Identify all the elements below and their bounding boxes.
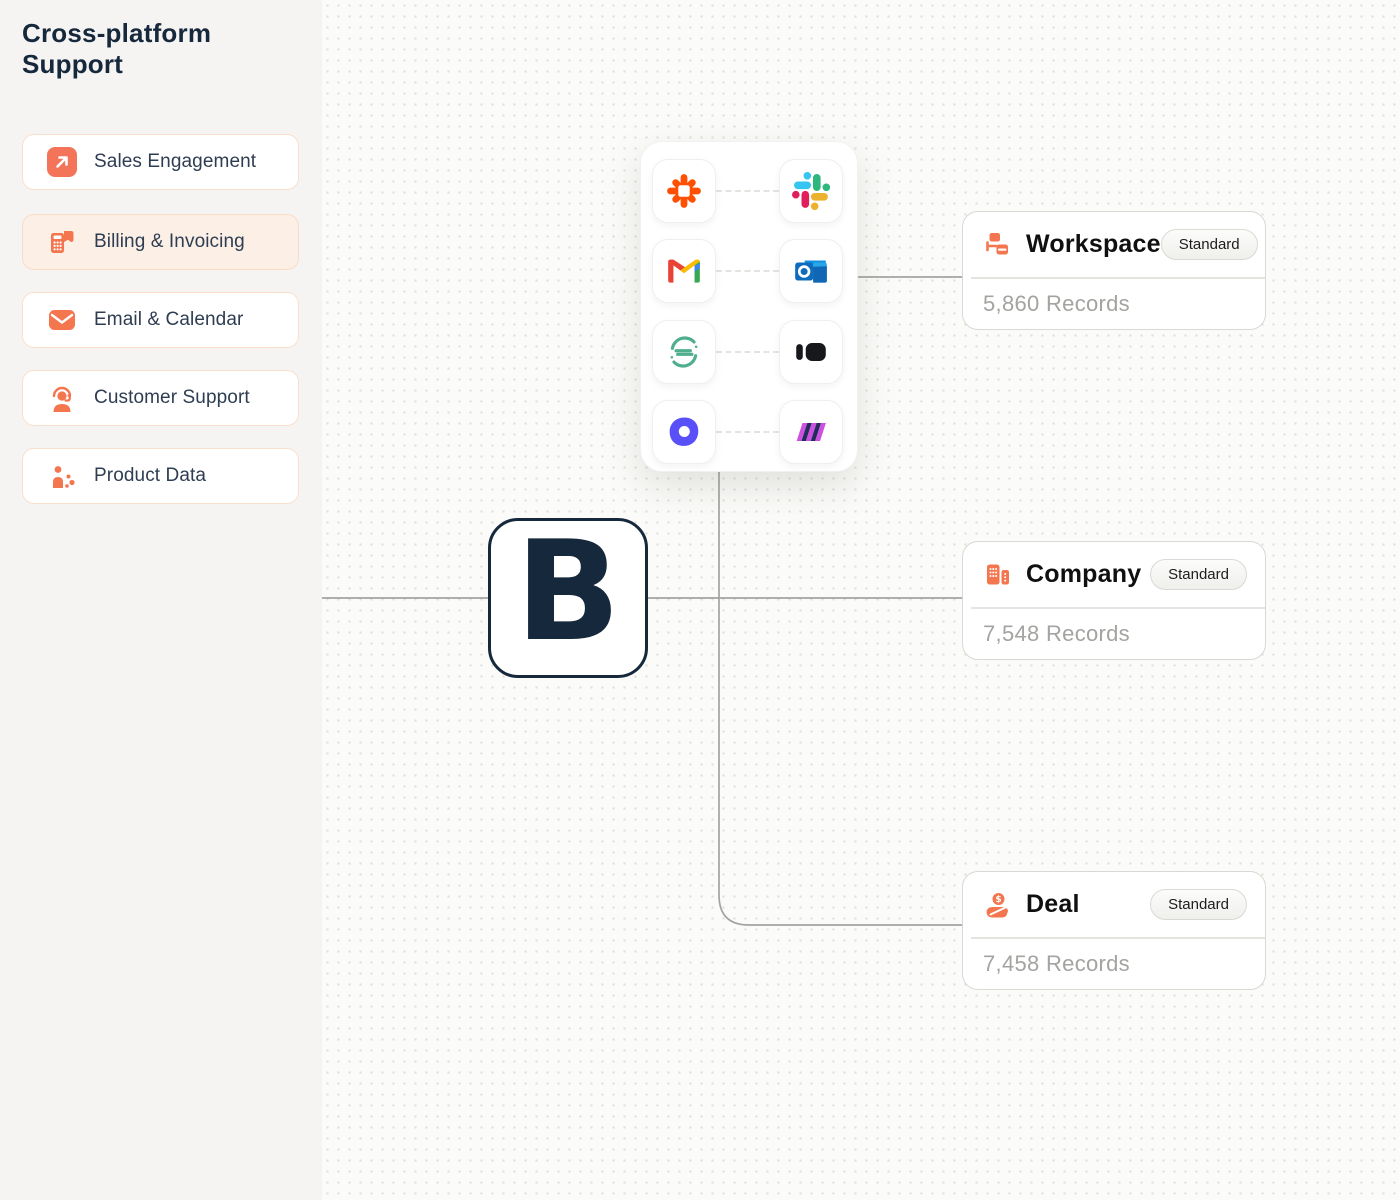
envelope-icon [47,305,77,335]
outlook-icon[interactable] [779,239,843,303]
hub-node[interactable]: B [488,518,648,678]
dashed-connector [716,351,779,353]
entity-records: 7,458 Records [983,950,1130,976]
sidebar-item-billing-invoicing[interactable]: Billing & Invoicing [22,214,299,270]
dashed-connector [716,190,779,192]
company-icon [987,564,1009,584]
patreon-icon[interactable] [779,320,843,384]
card-divider [971,937,1265,939]
entity-card-workspace[interactable]: Workspace Standard 5,860 Records [962,211,1266,330]
arrow-up-right-icon [47,147,77,177]
entity-records: 7,548 Records [983,620,1130,646]
card-divider [971,277,1265,279]
card-divider [971,607,1265,609]
m-stripes-icon[interactable] [779,400,843,464]
entity-badge: Standard [1150,559,1247,590]
entity-records: 5,860 Records [983,290,1130,316]
sidebar-item-label: Billing & Invoicing [94,231,245,252]
panel-to-deal-line [718,472,962,926]
workspace-icon [986,232,1008,254]
gmail-icon[interactable] [652,239,716,303]
support-agent-icon [47,383,77,413]
sidebar-item-sales-engagement[interactable]: Sales Engagement [22,134,299,190]
entity-title: Deal [1026,890,1080,918]
sidebar-item-product-data[interactable]: Product Data [22,448,299,504]
sidebar-item-customer-support[interactable]: Customer Support [22,370,299,426]
billing-invoice-icon [47,227,77,257]
integrations-panel [640,141,858,472]
entity-card-deal[interactable]: $ Deal Standard 7,458 Records [962,871,1266,990]
zapier-icon[interactable] [652,159,716,223]
entity-title: Company [1026,560,1142,588]
sidebar-item-label: Email & Calendar [94,309,244,330]
sidebar-item-label: Customer Support [94,387,250,408]
product-data-icon [47,461,77,491]
slack-icon[interactable] [779,159,843,223]
dashed-connector [716,431,779,433]
entity-badge: Standard [1150,889,1247,920]
hub-letter: B [515,511,621,672]
deal-icon: $ [986,892,1008,917]
outreach-icon[interactable] [652,400,716,464]
entity-badge: Standard [1160,229,1258,260]
sidebar-item-label: Sales Engagement [94,151,257,172]
svg-text:$: $ [995,895,1001,905]
page-title: Cross-platform Support [22,18,212,79]
sidebar: Cross-platform Support Sales Engagement … [0,0,322,1200]
green-s-icon[interactable] [652,320,716,384]
sidebar-item-label: Product Data [94,465,207,486]
sidebar-item-email-calendar[interactable]: Email & Calendar [22,292,299,348]
dashed-connector [716,270,779,272]
entity-title: Workspace [1026,230,1161,258]
entity-card-company[interactable]: Company Standard 7,548 Records [962,541,1266,660]
